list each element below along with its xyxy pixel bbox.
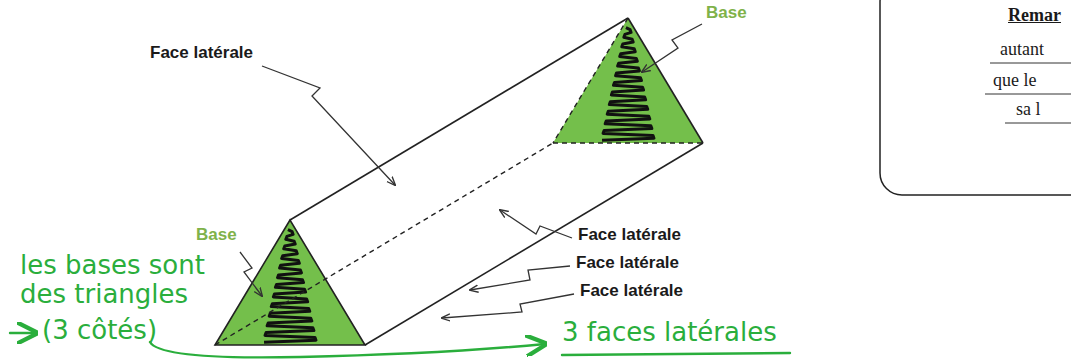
note-heading: Remar [1008,6,1061,26]
face-label: Face latérale [150,44,253,63]
note-underlines [985,63,1071,123]
front-base [215,220,365,345]
handwritten-note: (3 côtés) [42,316,157,345]
handwritten-note: les bases sont des triangles [20,251,235,308]
face-label: Face latérale [578,226,681,245]
prism-edges [215,18,703,345]
leader-arrows [240,24,702,318]
hidden-edges [215,18,703,345]
face-label: Face latérale [580,282,683,301]
scribble [264,230,316,343]
note-box [880,0,1071,195]
note-text: que le [993,71,1036,91]
note-text: sa l [1016,100,1041,120]
back-base [553,18,703,143]
note-text: autant [1000,40,1044,60]
base-label: Base [706,4,747,23]
base-label: Base [196,226,237,245]
handwritten-note: 3 faces latérales [562,318,777,347]
face-label: Face latérale [576,254,679,273]
scribble [602,28,654,141]
